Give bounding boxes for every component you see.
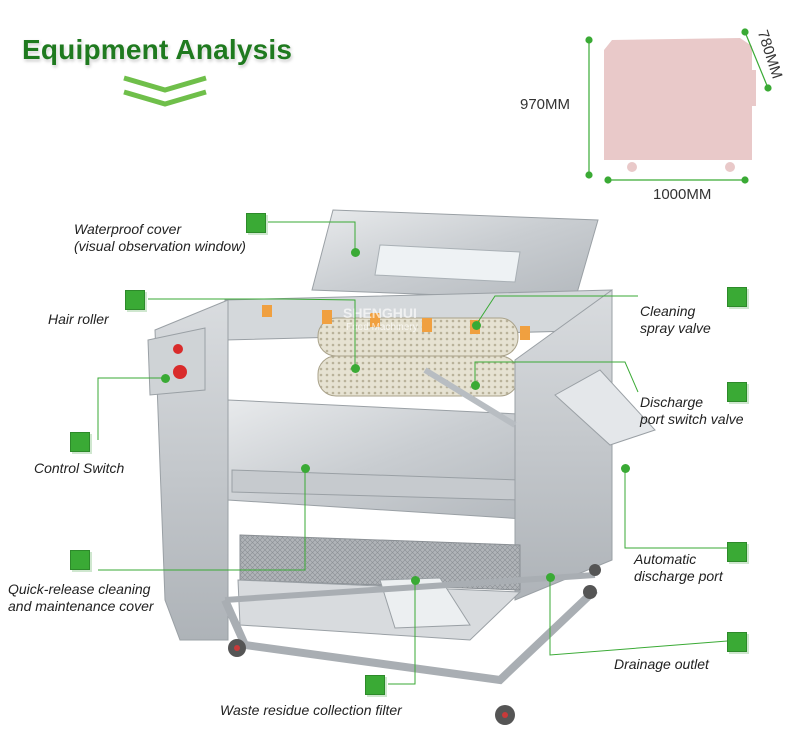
callout-dot xyxy=(471,381,480,390)
callout-dot xyxy=(411,576,420,585)
callout-dot xyxy=(621,464,630,473)
watermark: SHENGHUI xyxy=(343,305,417,321)
label-hair-roller: Hair roller xyxy=(48,311,109,327)
label-cleaning-spray: Cleaning spray valve xyxy=(640,303,711,336)
label-quick-release: Quick-release cleaning and maintenance c… xyxy=(8,581,154,614)
dimension-lines xyxy=(585,28,772,184)
watermark-sub: Food Machinery xyxy=(346,322,418,333)
callout-badge xyxy=(365,675,385,695)
double-chevron-down-icon xyxy=(123,75,207,107)
callout-badge xyxy=(246,213,266,233)
callout-dot xyxy=(351,248,360,257)
callout-badge xyxy=(70,550,90,570)
label-drainage-outlet: Drainage outlet xyxy=(614,656,709,672)
label-waterproof-cover: Waterproof cover (visual observation win… xyxy=(74,221,246,254)
height-dimension: 970MM xyxy=(520,96,571,113)
callout-dot xyxy=(351,364,360,373)
callout-badge xyxy=(727,632,747,652)
callout-badge xyxy=(727,542,747,562)
label-auto-discharge: Automatic discharge port xyxy=(634,551,723,584)
width-dimension: 1000MM xyxy=(653,186,712,203)
callout-dot xyxy=(301,464,310,473)
label-control-switch: Control Switch xyxy=(34,460,125,476)
machine-silhouette xyxy=(604,38,756,172)
label-discharge-switch: Discharge port switch valve xyxy=(640,394,744,427)
watermark-brand: SHENGHUI xyxy=(343,305,417,321)
callout-badge xyxy=(70,432,90,452)
callout-badge xyxy=(727,287,747,307)
callout-badge xyxy=(727,382,747,402)
callout-dot xyxy=(161,374,170,383)
callout-dot xyxy=(546,573,555,582)
page-title: Equipment Analysis xyxy=(22,34,293,65)
label-waste-filter: Waste residue collection filter xyxy=(220,702,402,718)
callout-dot xyxy=(472,321,481,330)
callout-badge xyxy=(125,290,145,310)
